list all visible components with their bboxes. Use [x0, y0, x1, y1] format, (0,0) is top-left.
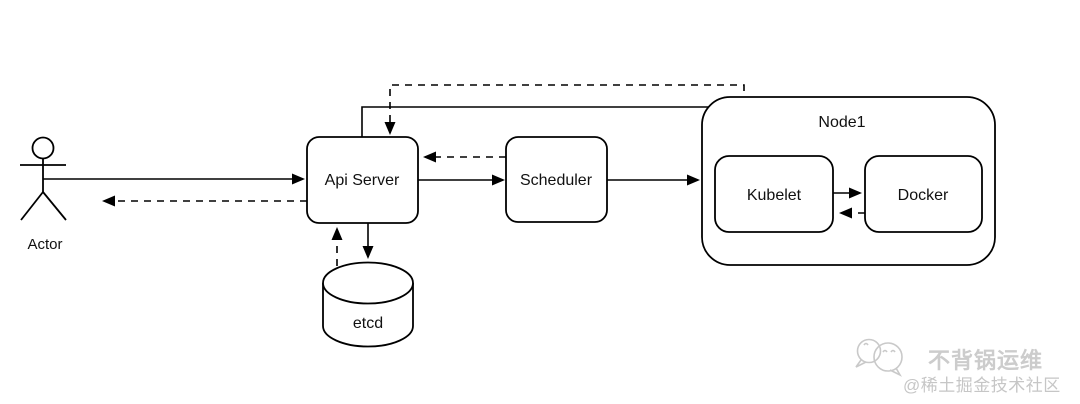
watermark-community: @稀土掘金技术社区	[903, 376, 1061, 395]
etcd-cylinder	[322, 261, 414, 348]
api-server-box	[306, 136, 419, 224]
docker-label: Docker	[898, 187, 949, 204]
scheduler-label: Scheduler	[520, 172, 593, 189]
actor-head	[31, 136, 55, 160]
actor-leg-left	[20, 191, 44, 221]
edge-kubelet-to-apiserver	[384, 84, 745, 156]
scheduler-node: Scheduler	[505, 136, 608, 223]
watermark-brand: 不背锅运维	[928, 348, 1043, 373]
etcd-label: etcd	[353, 315, 383, 332]
kubelet-node: Kubelet	[714, 155, 834, 233]
actor-leg-right	[42, 191, 67, 221]
api-server-node: Api Server	[306, 136, 419, 224]
etcd-cylinder-lid	[322, 282, 414, 305]
docker-node: Docker	[864, 155, 983, 233]
etcd-node: etcd	[322, 261, 414, 348]
chat-bubbles-icon	[855, 338, 903, 377]
node1-label: Node1	[818, 114, 865, 131]
actor-label: Actor	[27, 236, 62, 253]
kubelet-label: Kubelet	[747, 187, 802, 204]
docker-box	[864, 155, 983, 233]
api-server-label: Api Server	[325, 172, 400, 189]
actor-figure: Actor	[20, 136, 67, 253]
scheduler-box	[505, 136, 608, 223]
node1-edges	[833, 187, 865, 219]
watermark: 不背锅运维 @稀土掘金技术社区	[855, 338, 1061, 395]
kubelet-box	[714, 155, 834, 233]
